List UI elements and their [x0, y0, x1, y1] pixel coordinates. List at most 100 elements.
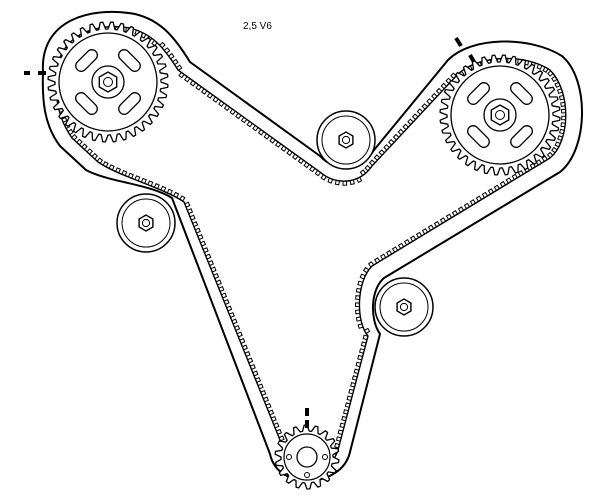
belt-tooth: [205, 253, 212, 260]
belt-tooth: [380, 253, 387, 260]
bolt-hole: [304, 472, 310, 478]
belt-tooth: [348, 388, 354, 395]
belt-tooth: [334, 180, 340, 186]
belt-tooth: [427, 224, 435, 231]
belt-tooth: [342, 409, 349, 415]
belt-tooth: [559, 128, 565, 135]
belt-tooth: [278, 435, 285, 442]
belt-tooth: [421, 228, 429, 235]
belt-tooth: [71, 133, 78, 141]
belt-tooth: [367, 261, 375, 268]
belt-tooth: [189, 214, 196, 221]
belt-tooth: [463, 202, 470, 209]
belt-tooth: [252, 125, 259, 132]
belt-tooth: [397, 242, 405, 249]
belt-tooth: [166, 188, 173, 195]
belt-tooth: [359, 273, 366, 280]
belt-tooth: [364, 327, 371, 334]
belt-tooth: [200, 88, 208, 95]
belt-tooth: [195, 227, 201, 234]
belt-tooth: [226, 305, 233, 312]
belt-tooth: [314, 170, 322, 177]
belt-tooth: [250, 363, 256, 370]
belt-tooth: [357, 323, 364, 329]
engine-label: 2,5 V6: [243, 21, 272, 32]
belt-tooth: [121, 169, 128, 176]
belt-tooth: [221, 292, 228, 299]
belt-tooth: [357, 280, 363, 287]
belt-tooth: [260, 389, 267, 396]
sprockets-and-pulleys: [47, 21, 561, 490]
belt-tooth: [517, 170, 524, 177]
belt-tooth: [280, 145, 287, 152]
belt-tooth: [356, 176, 363, 183]
belt-tooth: [247, 357, 254, 364]
crankshaft-sprocket: [274, 424, 340, 490]
belt-tooth: [246, 121, 253, 128]
belt-tooth: [134, 175, 141, 182]
belt-tooth: [546, 151, 554, 159]
belt-tooth: [560, 122, 566, 128]
belt-tooth: [202, 247, 209, 253]
belt-tooth: [499, 180, 506, 188]
sprocket-slot: [118, 49, 141, 72]
belt-tooth: [257, 383, 264, 390]
belt-tooth: [561, 108, 566, 114]
belt-tooth: [200, 240, 207, 247]
belt-outer-edge: [41, 10, 583, 482]
belt-tooth: [349, 179, 355, 186]
belt-tooth: [451, 210, 458, 217]
belt-tooth: [481, 191, 488, 199]
belt-tooth: [351, 375, 358, 381]
belt-tooth: [108, 164, 115, 171]
belt-tooth: [239, 337, 246, 344]
belt-tooth: [368, 159, 376, 166]
belt-tooth: [547, 70, 554, 77]
belt-tooth: [556, 88, 563, 95]
belt-tooth: [210, 266, 217, 273]
belt-tooth: [231, 318, 238, 325]
belt-tooth: [292, 153, 299, 161]
belt-tooth: [378, 149, 385, 156]
belt-tooth: [445, 213, 453, 220]
belt-tooth: [218, 100, 225, 108]
belt-tooth: [551, 146, 558, 154]
belt-tooth: [469, 199, 476, 206]
belt-tooth: [189, 80, 196, 87]
belt-tooth: [176, 64, 183, 71]
belt-tooth: [303, 161, 310, 169]
belt-tooth: [411, 113, 419, 120]
belt-tooth: [409, 235, 417, 242]
belt-tooth: [252, 370, 259, 377]
belt-tooth: [426, 98, 433, 105]
belt-tooth: [223, 104, 231, 112]
belt-tooth: [244, 350, 251, 357]
belt-tooth: [273, 422, 280, 429]
belt-tooth: [407, 118, 414, 125]
belt-tooth: [263, 133, 270, 140]
belt-tooth: [168, 52, 175, 60]
belt-tooth: [339, 422, 345, 429]
belt-tooth: [240, 117, 248, 124]
belt-tooth: [554, 81, 561, 88]
belt-tooth: [127, 172, 134, 179]
belt-tooth: [355, 309, 360, 315]
belt-tooth: [560, 101, 566, 107]
belt-tooth: [362, 266, 370, 274]
right-cam-mark: [454, 36, 476, 63]
belt-tooth: [184, 201, 191, 208]
sprocket-slot: [510, 125, 533, 148]
belt-tooth: [172, 58, 179, 66]
belt-tooth: [445, 77, 452, 84]
belt-tooth: [276, 428, 283, 435]
belt-tooth: [350, 381, 356, 388]
sprocket-slot: [118, 92, 141, 115]
belt-tooth: [391, 246, 399, 253]
belt-tooth: [197, 234, 204, 240]
belt-tooth: [147, 180, 154, 187]
belt-tooth: [309, 166, 316, 173]
belt-tooth: [213, 273, 220, 279]
belt-tooth: [235, 112, 242, 120]
bolt-hole: [322, 454, 328, 460]
belt-tooth: [179, 195, 186, 202]
